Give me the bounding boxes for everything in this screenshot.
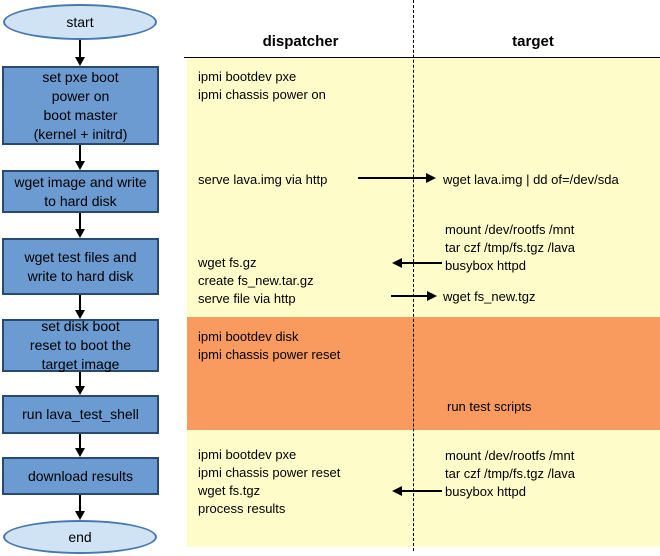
flow-arrow-down-7 [75, 495, 85, 520]
flow-node-set-disk-boot: set disk boot reset to boot the target i… [2, 318, 159, 372]
target-step-serve-fs: mount /dev/rootfs /mnt tar czf /tmp/fs.t… [445, 222, 576, 273]
target-step-run-tests: run test scripts [447, 399, 532, 414]
arrowhead-left [392, 486, 402, 496]
flow-node-run-lava-test-shell: run lava_test_shell [2, 395, 159, 434]
dispatcher-step-boot-disk: ipmi bootdev disk ipmi chassis power res… [198, 329, 341, 362]
arrow-shaft [79, 213, 81, 232]
arrowhead-down [75, 310, 85, 319]
arrow-shaft [391, 295, 429, 297]
dispatcher-step-results: ipmi bootdev pxe ipmi chassis power rese… [198, 447, 341, 516]
target-step-wget-image: wget lava.img | dd of=/dev/sda [443, 172, 619, 187]
header-underline [184, 57, 660, 58]
arrow-shaft [79, 495, 81, 514]
sequence-background-panel [187, 58, 660, 547]
arrow-shaft [79, 295, 81, 313]
dispatcher-target-divider-line [413, 0, 414, 551]
message-arrow-left-busybox [392, 257, 442, 269]
flow-arrow-down-5 [75, 372, 85, 395]
target-step-wget-fs-new: wget fs_new.tgz [443, 289, 536, 304]
flow-arrow-down-3 [75, 213, 85, 238]
flow-node-download-results: download results [2, 457, 159, 495]
flow-arrow-down-1 [75, 40, 85, 66]
arrow-shaft [79, 40, 81, 60]
arrowhead-down [75, 161, 85, 170]
target-step-serve-results: mount /dev/rootfs /mnt tar czf /tmp/fs.t… [445, 448, 576, 499]
flow-node-set-pxe-boot: set pxe boot power on boot master (kerne… [2, 66, 159, 145]
arrowhead-down [75, 57, 85, 66]
arrowhead-down [75, 386, 85, 395]
arrow-shaft [400, 490, 442, 492]
reboot-highlight-band [187, 317, 660, 430]
arrow-shaft [79, 372, 81, 389]
message-arrow-right-serve-file [391, 290, 437, 302]
arrow-shaft [79, 145, 81, 164]
arrowhead-down [75, 448, 85, 457]
arrow-shaft [400, 262, 442, 264]
arrowhead-right [427, 291, 437, 301]
dispatcher-step-serve-image: serve lava.img via http [198, 172, 328, 187]
flow-node-wget-image: wget image and write to hard disk [2, 170, 159, 213]
arrow-shaft [358, 177, 428, 179]
flow-arrow-down-6 [75, 434, 85, 457]
dispatcher-step-test-files: wget fs.gz create fs_new.tar.gz serve fi… [198, 255, 314, 306]
arrowhead-right [426, 173, 436, 183]
arrowhead-down [75, 511, 85, 520]
target-column-header: target [512, 33, 554, 50]
arrowhead-down [75, 229, 85, 238]
flow-node-start: start [3, 4, 157, 40]
message-arrow-left-busybox-2 [392, 485, 442, 497]
flow-arrow-down-4 [75, 295, 85, 319]
dispatcher-column-header: dispatcher [262, 33, 339, 50]
arrow-shaft [79, 434, 81, 451]
flow-arrow-down-2 [75, 145, 85, 170]
flow-node-wget-test-files: wget test files and write to hard disk [2, 238, 159, 295]
arrowhead-left [392, 258, 402, 268]
dispatcher-step-boot-pxe: ipmi bootdev pxe ipmi chassis power on [198, 69, 326, 102]
message-arrow-right-serve-image [358, 172, 436, 184]
flow-node-end: end [3, 520, 157, 554]
